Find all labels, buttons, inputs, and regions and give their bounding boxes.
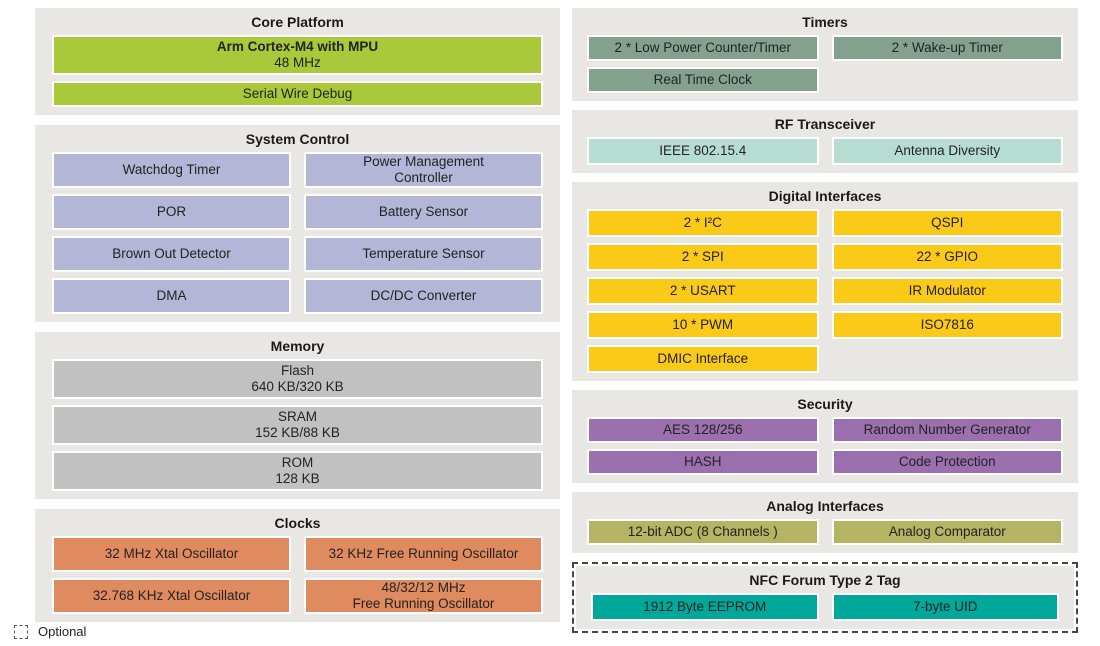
system-control-blocks: Watchdog Timer Power Management Controll… xyxy=(52,152,543,314)
block-por: POR xyxy=(52,194,291,230)
section-core-platform: Core Platform Arm Cortex-M4 with MPU 48 … xyxy=(35,8,560,115)
section-rf-transceiver: RF Transceiver IEEE 802.15.4 Antenna Div… xyxy=(572,110,1078,173)
block-32768khz-xtal-oscillator: 32.768 KHz Xtal Oscillator xyxy=(52,578,291,614)
block-usart: 2 * USART xyxy=(587,277,819,305)
block-arm-cortex-m4: Arm Cortex-M4 with MPU 48 MHz xyxy=(52,35,543,75)
block-serial-wire-debug: Serial Wire Debug xyxy=(52,81,543,107)
block-brown-out-detector: Brown Out Detector xyxy=(52,236,291,272)
block-dmic-interface: DMIC Interface xyxy=(587,345,819,373)
section-title-digital-interfaces: Digital Interfaces xyxy=(768,188,882,204)
nfc-optional-outline: NFC Forum Type 2 Tag 1912 Byte EEPROM 7-… xyxy=(572,562,1078,633)
block-aes: AES 128/256 xyxy=(587,417,819,443)
block-code-protection: Code Protection xyxy=(831,449,1063,475)
block-32khz-free-running-oscillator: 32 KHz Free Running Oscillator xyxy=(304,536,543,572)
section-title-rf-transceiver: RF Transceiver xyxy=(774,116,876,132)
block-i2c: 2 * I²C xyxy=(587,209,819,237)
block-qspi: QSPI xyxy=(831,209,1063,237)
section-analog-interfaces: Analog Interfaces 12-bit ADC (8 Channels… xyxy=(572,492,1078,553)
section-title-nfc: NFC Forum Type 2 Tag xyxy=(749,572,901,588)
block-analog-comparator: Analog Comparator xyxy=(831,519,1063,545)
rf-right: Antenna Diversity xyxy=(831,137,1063,165)
section-nfc-forum-type-2-tag: NFC Forum Type 2 Tag 1912 Byte EEPROM 7-… xyxy=(576,566,1074,629)
section-security: Security AES 128/256 Random Number Gener… xyxy=(572,390,1078,483)
block-ir-modulator: IR Modulator xyxy=(831,277,1063,305)
timers-blocks: 2 * Low Power Counter/Timer Real Time Cl… xyxy=(587,35,1063,93)
block-real-time-clock: Real Time Clock xyxy=(587,67,819,93)
block-flash: Flash 640 KB/320 KB xyxy=(52,359,543,399)
block-iso7816: ISO7816 xyxy=(831,311,1063,339)
block-ieee-802-15-4: IEEE 802.15.4 xyxy=(587,137,819,165)
block-power-management-controller: Power Management Controller xyxy=(304,152,543,188)
memory-size: 128 KB xyxy=(275,471,320,486)
block-watchdog-timer: Watchdog Timer xyxy=(52,152,291,188)
memory-name: Flash xyxy=(280,363,314,378)
analog-blocks: 12-bit ADC (8 Channels ) Analog Comparat… xyxy=(587,519,1063,545)
block-48-32-12mhz-free-running-oscillator: 48/32/12 MHz Free Running Oscillator xyxy=(304,578,543,614)
block-random-number-generator: Random Number Generator xyxy=(831,417,1063,443)
section-title-memory: Memory xyxy=(270,338,325,354)
block-dma: DMA xyxy=(52,278,291,314)
block-12bit-adc: 12-bit ADC (8 Channels ) xyxy=(587,519,819,545)
rf-blocks: IEEE 802.15.4 Antenna Diversity xyxy=(587,137,1063,165)
section-title-system-control: System Control xyxy=(245,131,350,147)
rf-left: IEEE 802.15.4 xyxy=(587,137,819,165)
digital-left: 2 * I²C 2 * SPI 2 * USART 10 * PWM DMIC … xyxy=(587,209,819,373)
section-title-security: Security xyxy=(797,396,853,412)
section-title-timers: Timers xyxy=(802,14,848,30)
block-7-byte-uid: 7-byte UID xyxy=(831,593,1059,621)
block-pwm: 10 * PWM xyxy=(587,311,819,339)
left-column: Core Platform Arm Cortex-M4 with MPU 48 … xyxy=(35,8,560,622)
block-gpio: 22 * GPIO xyxy=(831,243,1063,271)
block-label: Arm Cortex-M4 with MPU xyxy=(216,39,379,54)
block-rom: ROM 128 KB xyxy=(52,451,543,491)
block-label: Serial Wire Debug xyxy=(242,86,353,101)
section-memory: Memory Flash 640 KB/320 KB SRAM 152 KB/8… xyxy=(35,332,560,499)
block-sublabel: 48 MHz xyxy=(274,55,321,70)
optional-dashed-box-icon xyxy=(14,624,28,639)
digital-blocks: 2 * I²C 2 * SPI 2 * USART 10 * PWM DMIC … xyxy=(587,209,1063,373)
memory-name: SRAM xyxy=(277,409,317,424)
block-temperature-sensor: Temperature Sensor xyxy=(304,236,543,272)
section-digital-interfaces: Digital Interfaces 2 * I²C 2 * SPI 2 * U… xyxy=(572,182,1078,381)
section-title-clocks: Clocks xyxy=(274,515,321,531)
memory-name: ROM xyxy=(281,455,314,470)
right-column: Timers 2 * Low Power Counter/Timer Real … xyxy=(572,8,1078,633)
optional-legend: Optional xyxy=(14,624,86,639)
core-platform-blocks: Arm Cortex-M4 with MPU 48 MHz Serial Wir… xyxy=(52,35,543,107)
block-low-power-counter-timer: 2 * Low Power Counter/Timer xyxy=(587,35,819,61)
timers-right: 2 * Wake-up Timer xyxy=(831,35,1063,93)
section-timers: Timers 2 * Low Power Counter/Timer Real … xyxy=(572,8,1078,101)
clocks-blocks: 32 MHz Xtal Oscillator 32 KHz Free Runni… xyxy=(52,536,543,614)
memory-size: 152 KB/88 KB xyxy=(255,425,340,440)
block-dcdc-converter: DC/DC Converter xyxy=(304,278,543,314)
block-32mhz-xtal-oscillator: 32 MHz Xtal Oscillator xyxy=(52,536,291,572)
section-clocks: Clocks 32 MHz Xtal Oscillator 32 KHz Fre… xyxy=(35,509,560,622)
block-1912-byte-eeprom: 1912 Byte EEPROM xyxy=(591,593,819,621)
timers-left: 2 * Low Power Counter/Timer Real Time Cl… xyxy=(587,35,819,93)
block-sram: SRAM 152 KB/88 KB xyxy=(52,405,543,445)
digital-right: QSPI 22 * GPIO IR Modulator ISO7816 xyxy=(831,209,1063,373)
memory-size: 640 KB/320 KB xyxy=(251,379,344,394)
memory-blocks: Flash 640 KB/320 KB SRAM 152 KB/88 KB RO… xyxy=(52,359,543,491)
section-title-analog-interfaces: Analog Interfaces xyxy=(766,498,884,514)
security-blocks: AES 128/256 Random Number Generator HASH… xyxy=(587,417,1063,475)
section-system-control: System Control Watchdog Timer Power Mana… xyxy=(35,125,560,322)
block-antenna-diversity: Antenna Diversity xyxy=(831,137,1063,165)
block-wake-up-timer: 2 * Wake-up Timer xyxy=(831,35,1063,61)
block-hash: HASH xyxy=(587,449,819,475)
block-spi: 2 * SPI xyxy=(587,243,819,271)
block-battery-sensor: Battery Sensor xyxy=(304,194,543,230)
legend-label: Optional xyxy=(38,624,87,639)
section-title-core-platform: Core Platform xyxy=(251,14,344,30)
nfc-blocks: 1912 Byte EEPROM 7-byte UID xyxy=(591,593,1059,621)
